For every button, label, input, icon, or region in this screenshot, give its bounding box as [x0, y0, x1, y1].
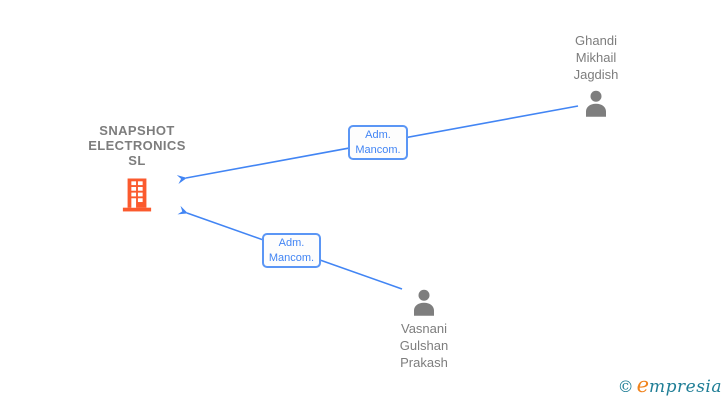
copyright-icon: ©	[617, 377, 634, 396]
person-icon	[414, 289, 434, 316]
company-name: SNAPSHOT ELECTRONICS SL	[88, 123, 186, 168]
person-icon	[586, 90, 606, 117]
logo-brand-text: mpresia	[649, 377, 722, 397]
relation-label-vasnani: Adm. Mancom.	[262, 233, 321, 268]
building-icon	[122, 178, 152, 212]
person-node-ghandi[interactable]: Ghandi Mikhail Jagdish	[536, 32, 656, 117]
person-name: Vasnani Gulshan Prakash	[399, 321, 449, 370]
empresia-logo[interactable]: ©empresia	[618, 373, 722, 397]
company-node[interactable]: SNAPSHOT ELECTRONICS SL	[55, 123, 219, 212]
relation-label-ghandi: Adm. Mancom.	[348, 125, 408, 160]
logo-letter-e: e	[636, 373, 649, 397]
person-name: Ghandi Mikhail Jagdish	[573, 33, 619, 82]
person-node-vasnani[interactable]: Vasnani Gulshan Prakash	[364, 288, 484, 371]
